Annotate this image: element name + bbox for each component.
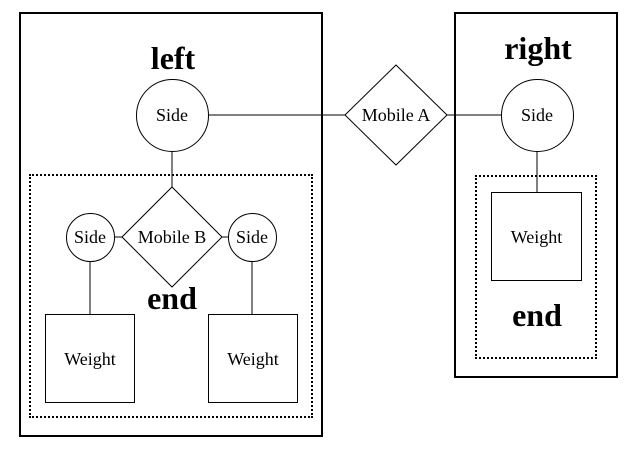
right-end-group-box [475, 175, 597, 359]
left-end-group-box [29, 174, 313, 418]
left-panel-box [19, 12, 323, 437]
left-top-side-node: Side [135, 78, 209, 152]
right-panel-box [454, 12, 618, 378]
mobile-a-label: Mobile A [361, 105, 431, 125]
mobile-b-label: Mobile B [137, 227, 207, 247]
left-weight-node-1: Weight [45, 314, 135, 403]
right-small-side-label: Side [235, 227, 268, 247]
left-weight-label-2: Weight [227, 348, 279, 369]
right-small-side-node: Side [227, 212, 277, 262]
left-weight-label-1: Weight [64, 348, 116, 369]
right-panel-title: right [504, 30, 572, 66]
left-panel-title: left [150, 40, 196, 76]
left-weight-node-2: Weight [208, 314, 298, 403]
left-top-side-label: Side [155, 105, 188, 125]
right-end-label: end [512, 297, 562, 333]
left-small-side-node: Side [65, 212, 115, 262]
right-side-node: Side [500, 78, 574, 152]
left-end-label: end [147, 280, 197, 316]
mobile-b-diamond [121, 186, 223, 288]
mobile-a-diamond [344, 64, 448, 166]
left-small-side-label: Side [73, 227, 106, 247]
right-weight-label: Weight [510, 226, 563, 247]
right-weight-node: Weight [491, 192, 582, 281]
right-side-label: Side [520, 105, 553, 125]
